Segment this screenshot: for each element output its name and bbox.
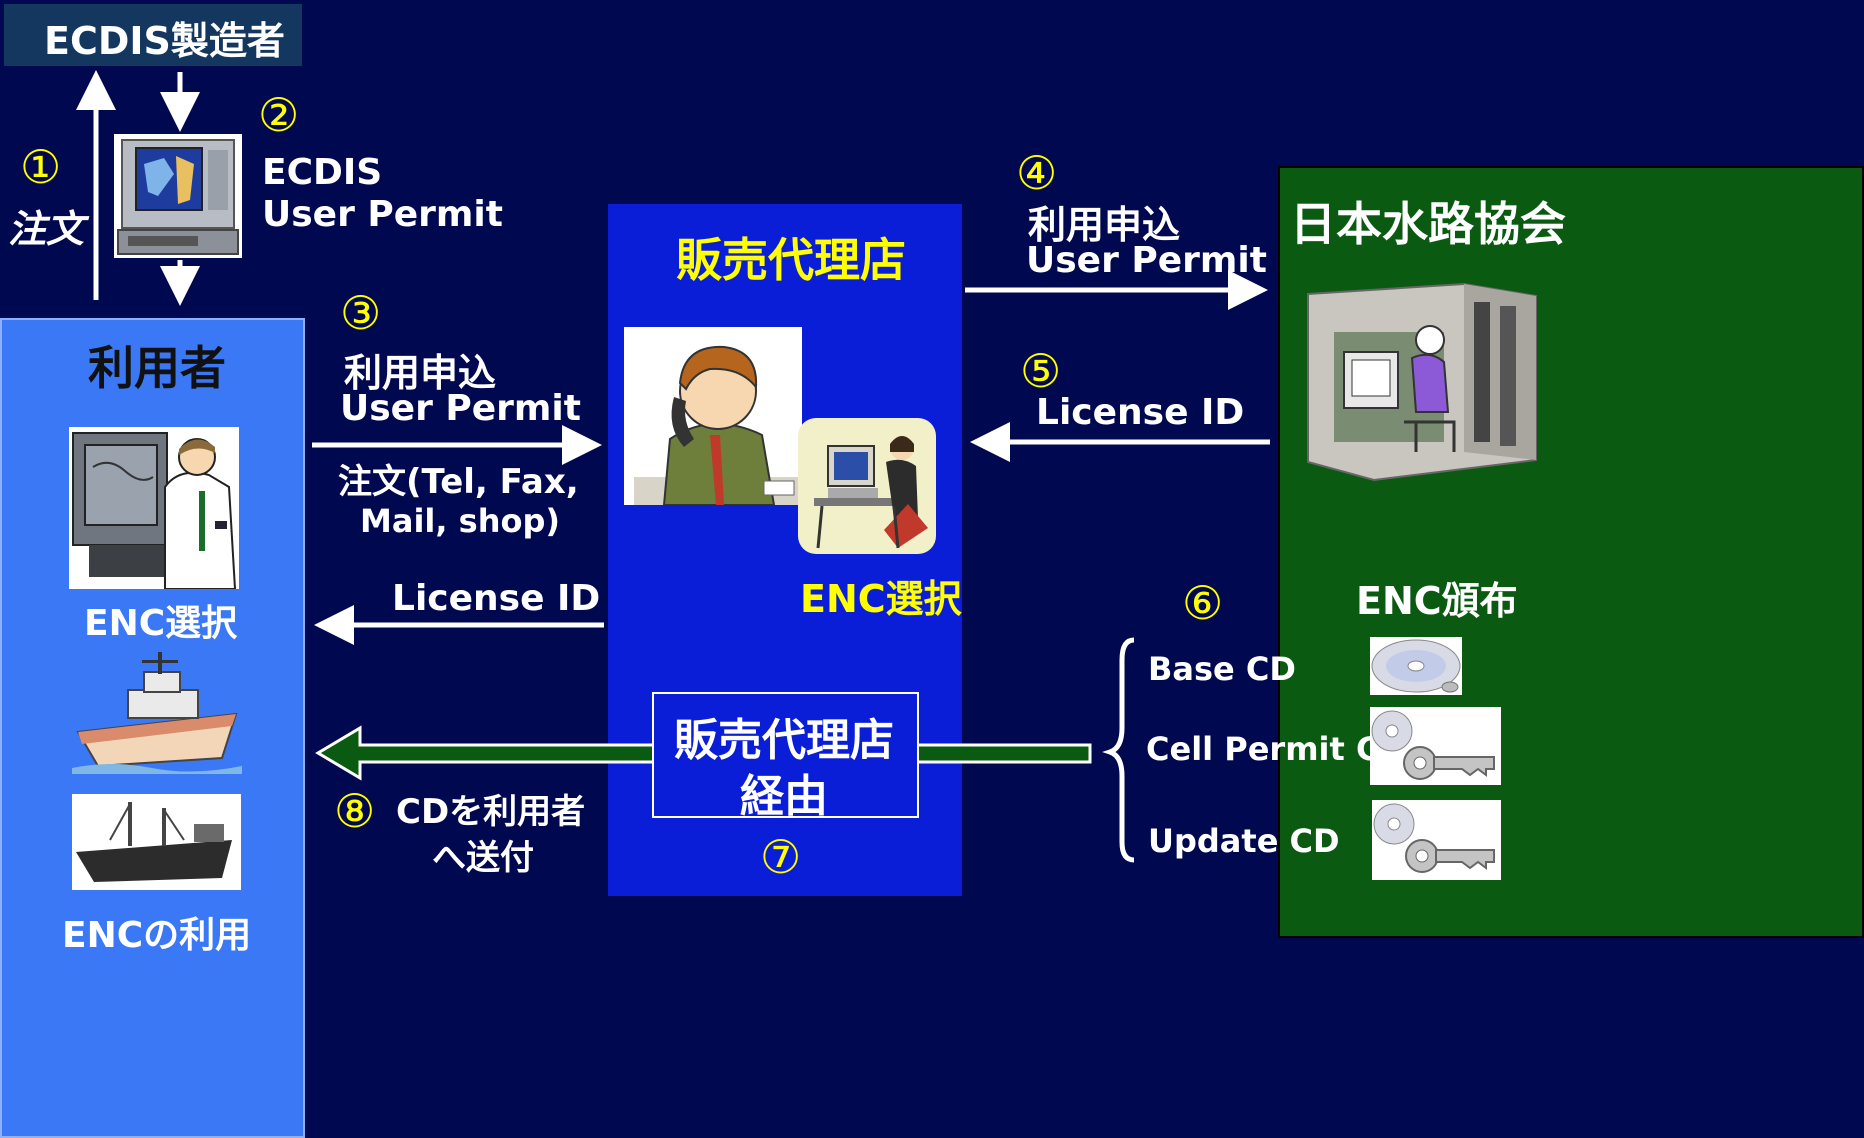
step3-line3: 注文(Tel, Fax, <box>338 462 579 502</box>
step4-line2: User Permit <box>1026 240 1267 281</box>
cd-label-cell-permit: Cell Permit CD <box>1146 730 1406 768</box>
agent-title: 販売代理店 <box>676 233 906 287</box>
step2-line2: User Permit <box>262 194 503 235</box>
via-agent-box <box>652 692 919 818</box>
step-4-number: ④ <box>1016 146 1058 200</box>
cell-permit-cd-image <box>1370 707 1501 785</box>
step-1-number: ① <box>20 140 62 194</box>
via-agent-line1: 販売代理店 <box>674 715 894 766</box>
ecdis-maker-box <box>4 4 302 66</box>
user-at-terminal-image <box>69 427 239 589</box>
agent-phone-operator-image <box>624 327 802 505</box>
cd-label-base: Base CD <box>1148 650 1296 688</box>
cargo-ship-image <box>72 794 241 890</box>
step4-line1: 利用申込 <box>1028 203 1181 247</box>
step3-line4: Mail, shop) <box>360 502 561 540</box>
step3-line1: 利用申込 <box>344 351 497 395</box>
ecdis-maker-label: ECDIS製造者 <box>44 19 285 63</box>
step-3-number: ③ <box>340 286 382 340</box>
jhta-title: 日本水路協会 <box>1290 197 1566 251</box>
base-cd-image <box>1370 637 1462 695</box>
license-id-to-agent-label: License ID <box>1036 392 1245 433</box>
step-5-number: ⑤ <box>1020 344 1062 398</box>
office-building-image <box>1304 282 1540 482</box>
update-cd-image <box>1372 800 1501 880</box>
license-id-to-user-label: License ID <box>392 578 601 619</box>
step8-line2: へ送付 <box>432 838 534 878</box>
step-2-number: ② <box>258 88 300 142</box>
user-title: 利用者 <box>88 341 226 395</box>
user-enc-use: ENCの利用 <box>62 915 252 956</box>
step-6-number: ⑥ <box>1182 576 1224 630</box>
agent-enc-select: ENC選択 <box>800 577 962 621</box>
cd-label-update: Update CD <box>1148 822 1340 860</box>
step8-line1: CDを利用者 <box>396 792 586 832</box>
cd-brace <box>1102 637 1135 863</box>
order-label: 注文 <box>8 207 85 251</box>
agent-enc-operator-image <box>798 418 936 554</box>
jhta-distribution: ENC頒布 <box>1356 579 1518 623</box>
via-agent-line2: 経由 <box>740 771 828 822</box>
step2-line1: ECDIS <box>262 152 383 193</box>
step-8-number: ⑧ <box>334 784 376 838</box>
user-enc-select: ENC選択 <box>84 603 238 644</box>
ecdis-terminal-image <box>114 134 242 258</box>
ship-image <box>72 650 242 774</box>
step3-line2: User Permit <box>340 388 581 429</box>
step-7-number: ⑦ <box>760 830 802 884</box>
